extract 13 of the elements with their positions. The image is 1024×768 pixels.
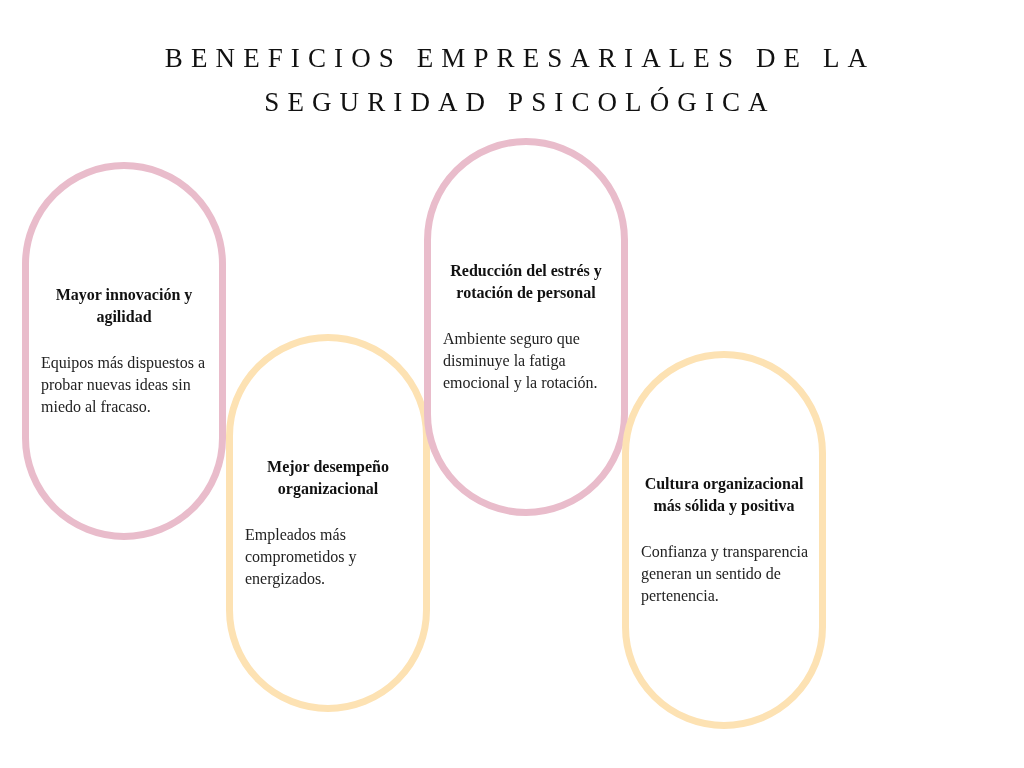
benefit-description: Confianza y transparencia generan un sentido de pertenencia. (640, 542, 810, 607)
benefit-heading: Mayor innovación y agilidad (54, 285, 194, 328)
benefit-heading: Cultura organizacional más sólida y positiva (643, 474, 805, 517)
pill-shape (424, 138, 628, 516)
benefit-description: Empleados más comprometidos y energizados. (244, 525, 358, 590)
pill-shape (226, 334, 430, 712)
pill-shape (622, 351, 826, 729)
benefit-heading: Mejor desempeño organizacional (266, 457, 390, 500)
benefit-description: Ambiente seguro que disminuye la fatiga emocional y la rotación. (442, 329, 599, 394)
title: BENEFICIOS EMPRESARIALES DE LA SEGURIDAD PSICOLÓGICA (163, 42, 877, 119)
pill-shape (22, 162, 226, 540)
benefit-heading: Reducción del estrés y rotación de personal (449, 261, 603, 304)
benefit-description: Equipos más dispuestos a probar nuevas ideas sin miedo al fracaso. (40, 353, 206, 417)
